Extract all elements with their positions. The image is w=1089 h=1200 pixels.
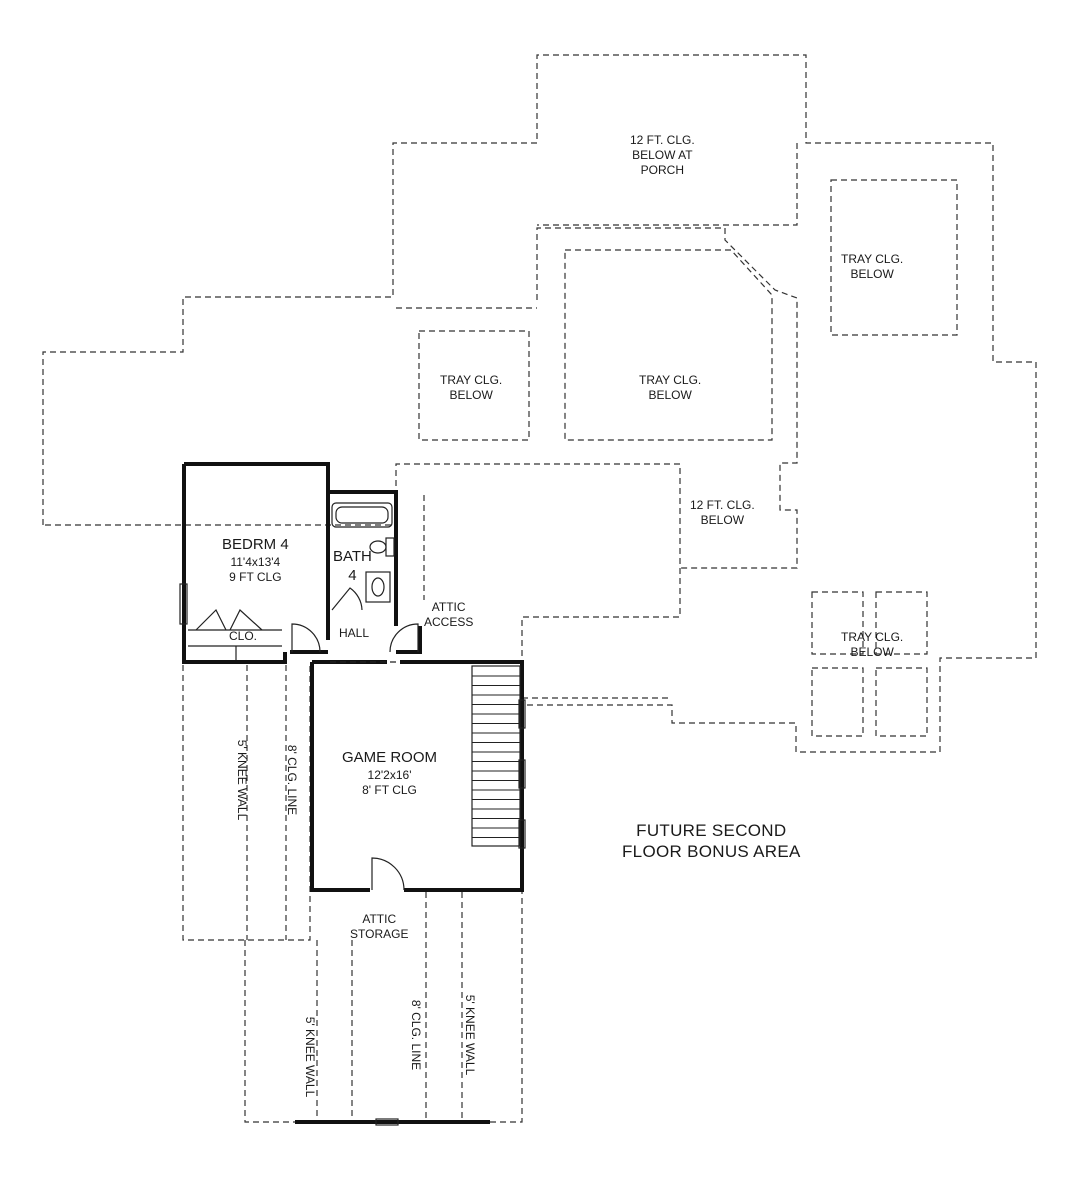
knee-wall-bottom-right-label: 5' KNEE WALL [463, 994, 477, 1076]
knee-wall-left-label: 5' KNEE WALL [235, 739, 249, 821]
tray-box-center [564, 249, 773, 441]
bottom-window [375, 1118, 399, 1126]
tray-box-br-2 [875, 591, 928, 655]
bathtub [331, 502, 393, 528]
lower-floor-outline [42, 54, 1037, 753]
front-porch-edge [537, 143, 798, 226]
tray-ceiling-bottom-right-label: TRAY CLG.BELOW [841, 630, 904, 659]
knee-wall-bottom-left-label: 5' KNEE WALL [303, 1016, 317, 1098]
game-room-door [371, 857, 405, 891]
tray-ceiling-center-label: TRAY CLG.BELOW [639, 373, 702, 402]
game-window-2 [518, 759, 526, 789]
solid-walls [182, 462, 524, 1124]
tray-ceiling-left-label: TRAY CLG.BELOW [440, 373, 503, 402]
ceiling-12ft-label: 12 FT. CLG.BELOW [690, 498, 755, 527]
staircase [471, 665, 521, 847]
bath-door-swing [331, 587, 363, 611]
closet-label: CLO. [229, 629, 258, 643]
bedroom-label: BEDRM 4 11'4x13'4 9 FT CLG [222, 536, 289, 584]
bathtub-inner [335, 506, 389, 524]
bedroom-walls [182, 462, 422, 664]
hall-label: HALL [339, 626, 370, 640]
tray-ceiling-right-top-label: TRAY CLG.BELOW [841, 252, 904, 281]
game-room-label: GAME ROOM 12'2x16' 8' FT CLG [342, 749, 438, 797]
bedroom-window [179, 583, 188, 625]
dashed-ceiling-outlines [42, 54, 1037, 1123]
ceiling-line-left-label: 8' CLG. LINE [285, 744, 299, 816]
tray-box-br-3 [811, 667, 864, 737]
ceiling-line-bottom-label: 8' CLG. LINE [409, 999, 423, 1071]
attic-bottom-outline [244, 890, 523, 1123]
porch-inner-edge [536, 227, 798, 569]
stair-treads [472, 675, 520, 838]
vanity [365, 571, 391, 603]
tray-box-br-1 [811, 591, 864, 655]
sink [371, 577, 385, 597]
tray-box-left [418, 330, 530, 441]
hall-door-left [291, 623, 321, 653]
game-window-3 [518, 819, 526, 849]
tray-box-right-top [830, 179, 958, 336]
closet-bifold-doors [195, 608, 263, 631]
toilet-tank [385, 537, 395, 557]
fixtures [179, 502, 526, 1126]
toilet-bowl [369, 540, 387, 554]
hall-door-right [389, 623, 419, 653]
tray-box-br-4 [875, 667, 928, 737]
